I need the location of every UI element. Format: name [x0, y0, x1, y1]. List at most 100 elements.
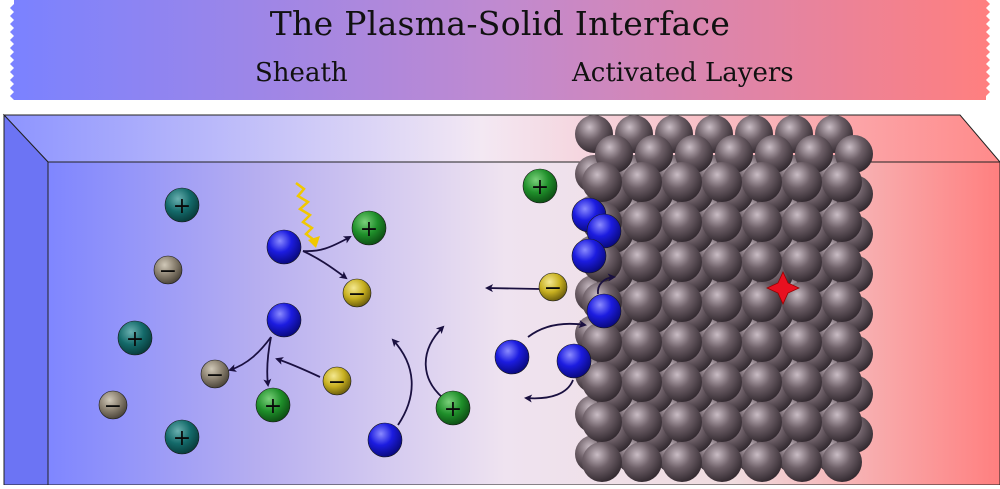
interaction-arrow: [263, 336, 272, 387]
lattice-atom: [702, 362, 742, 402]
lattice-atom: [742, 282, 782, 322]
svg-text:+: +: [264, 394, 282, 419]
interaction-arrow: [391, 338, 413, 426]
diagram-title: The Plasma-Solid Interface: [269, 4, 731, 43]
lattice-atom: [662, 362, 702, 402]
lattice-atom: [782, 362, 822, 402]
lattice-atom: [822, 242, 862, 282]
lattice-atom: [622, 202, 662, 242]
lattice-atom: [662, 402, 702, 442]
lattice-atom: [742, 162, 782, 202]
electron-icon: [266, 229, 302, 265]
lattice-atom: [622, 362, 662, 402]
negative-ion-icon: −: [98, 390, 128, 420]
lattice-atom: [782, 162, 822, 202]
lattice-atom: [782, 402, 822, 442]
lattice-atom: [782, 202, 822, 242]
title-banner: [10, 0, 990, 100]
negative-ion-icon: −: [153, 255, 183, 285]
electron-icon: [367, 422, 403, 458]
lattice-atom: [582, 402, 622, 442]
lattice-atom: [822, 202, 862, 242]
lattice-atom: [782, 442, 822, 482]
lattice-atom: [742, 202, 782, 242]
positive-ion-icon: +: [522, 168, 558, 204]
svg-text:+: +: [444, 397, 462, 422]
svg-text:−: −: [348, 282, 366, 307]
negative-ion-icon: −: [322, 366, 352, 396]
lattice-atom: [742, 322, 782, 362]
lattice-atom: [622, 282, 662, 322]
interaction-arrow: [597, 273, 616, 295]
lattice-atom: [662, 282, 702, 322]
positive-ion-icon: +: [435, 390, 471, 426]
lattice-atom: [622, 242, 662, 282]
plasma-particles: + − + − + + − − + − + + −: [98, 168, 622, 458]
svg-text:−: −: [104, 394, 122, 419]
lattice-atom: [822, 282, 862, 322]
interaction-arrow: [302, 250, 348, 280]
positive-ion-icon: +: [117, 320, 153, 356]
lattice-atom: [582, 322, 622, 362]
interaction-arrow: [424, 325, 445, 399]
interaction-arrow: [275, 357, 321, 378]
activated-layers-label: Activated Layers: [572, 58, 794, 88]
lattice-atom: [782, 282, 822, 322]
lattice-atom: [702, 162, 742, 202]
lattice-atom: [662, 202, 702, 242]
lattice-atom: [662, 162, 702, 202]
positive-ion-icon: +: [164, 419, 200, 455]
svg-text:−: −: [544, 276, 562, 301]
positive-ion-icon: +: [351, 210, 387, 246]
sheath-label: Sheath: [255, 58, 348, 88]
lattice-atom: [662, 442, 702, 482]
lattice-atom: [742, 242, 782, 282]
box-left-face: [3, 113, 49, 486]
lattice-atom: [742, 402, 782, 442]
lattice-atom: [702, 322, 742, 362]
positive-ion-icon: +: [255, 387, 291, 423]
interaction-arrows: [228, 182, 616, 426]
interaction-arrow: [527, 320, 587, 338]
positive-ion-icon: +: [164, 187, 200, 223]
lattice-atom: [582, 362, 622, 402]
lattice-atom: [622, 162, 662, 202]
photon-zigzag-icon: [295, 182, 315, 241]
negative-ion-icon: −: [538, 272, 568, 302]
svg-text:+: +: [531, 175, 549, 200]
lattice-atom: [662, 322, 702, 362]
solid-lattice: [575, 115, 873, 482]
lattice-atom: [742, 442, 782, 482]
lattice-atom: [702, 442, 742, 482]
interaction-arrow: [302, 236, 352, 253]
interaction-arrow: [485, 284, 541, 293]
lattice-atom: [622, 322, 662, 362]
svg-text:−: −: [206, 363, 224, 388]
svg-text:+: +: [173, 426, 191, 451]
lattice-atom: [622, 442, 662, 482]
svg-text:+: +: [173, 194, 191, 219]
negative-ion-icon: −: [342, 278, 372, 308]
electron-icon: [266, 302, 302, 338]
lattice-atom: [822, 402, 862, 442]
svg-text:+: +: [360, 217, 378, 242]
lattice-atom: [782, 322, 822, 362]
electron-icon: [556, 343, 592, 379]
lattice-atom: [702, 202, 742, 242]
lattice-atom: [582, 162, 622, 202]
lattice-atom: [822, 442, 862, 482]
lattice-atom: [662, 242, 702, 282]
svg-text:+: +: [126, 327, 144, 352]
svg-text:−: −: [328, 370, 346, 395]
lattice-atom: [702, 402, 742, 442]
lattice-atom: [822, 362, 862, 402]
lattice-atom: [822, 162, 862, 202]
svg-text:−: −: [159, 259, 177, 284]
surface-defect-star-icon: [766, 271, 800, 305]
lattice-atom: [742, 362, 782, 402]
lattice-atom: [702, 242, 742, 282]
electron-icon: [571, 238, 607, 274]
negative-ion-icon: −: [200, 359, 230, 389]
